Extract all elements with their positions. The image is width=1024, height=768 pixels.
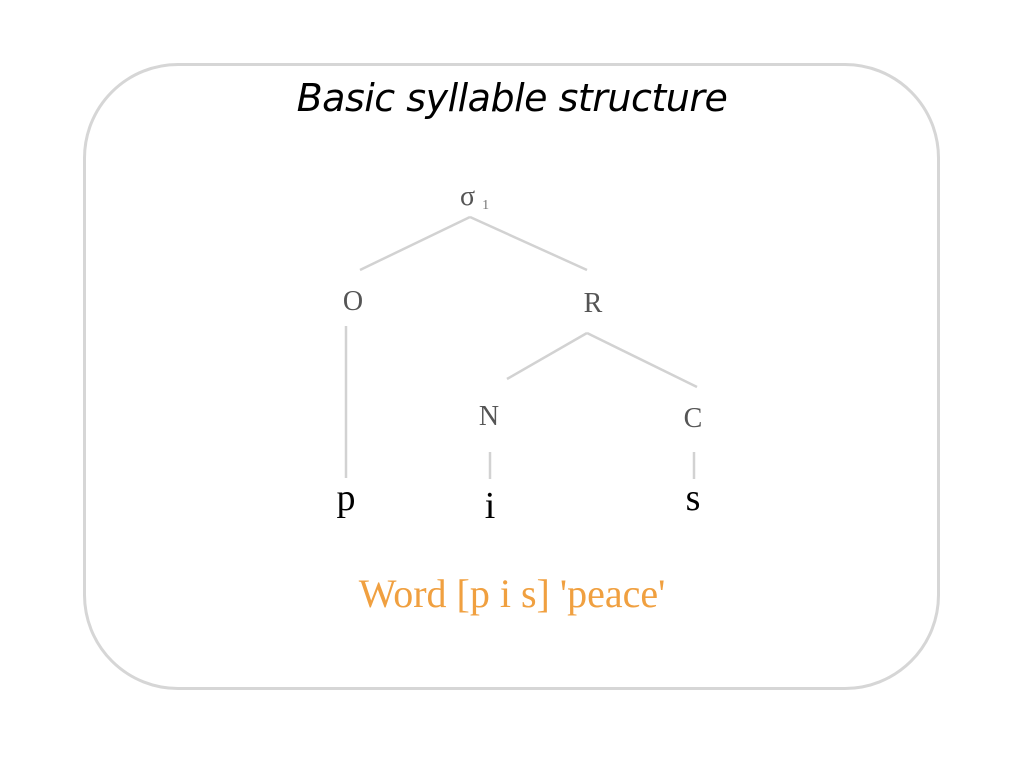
edge-rhyme-coda [586,331,698,389]
diagram-title: Basic syllable structure [296,76,728,120]
segment-s: s [686,477,701,519]
example-word-caption: Word [p i s] 'peace' [358,571,666,616]
segment-p: p [337,477,356,519]
node-rhyme: R [584,288,603,319]
edge-rhyme-nucleus [506,331,588,381]
node-onset: O [343,286,363,317]
root-symbol: σ [460,181,475,212]
segment-i: i [485,485,496,527]
edge-root-onset [359,215,471,272]
node-root-syllable: σ 1 [460,181,489,213]
root-subscript: 1 [482,198,489,213]
node-nucleus: N [479,401,499,432]
node-coda: C [684,403,703,434]
edge-root-rhyme [469,215,588,272]
